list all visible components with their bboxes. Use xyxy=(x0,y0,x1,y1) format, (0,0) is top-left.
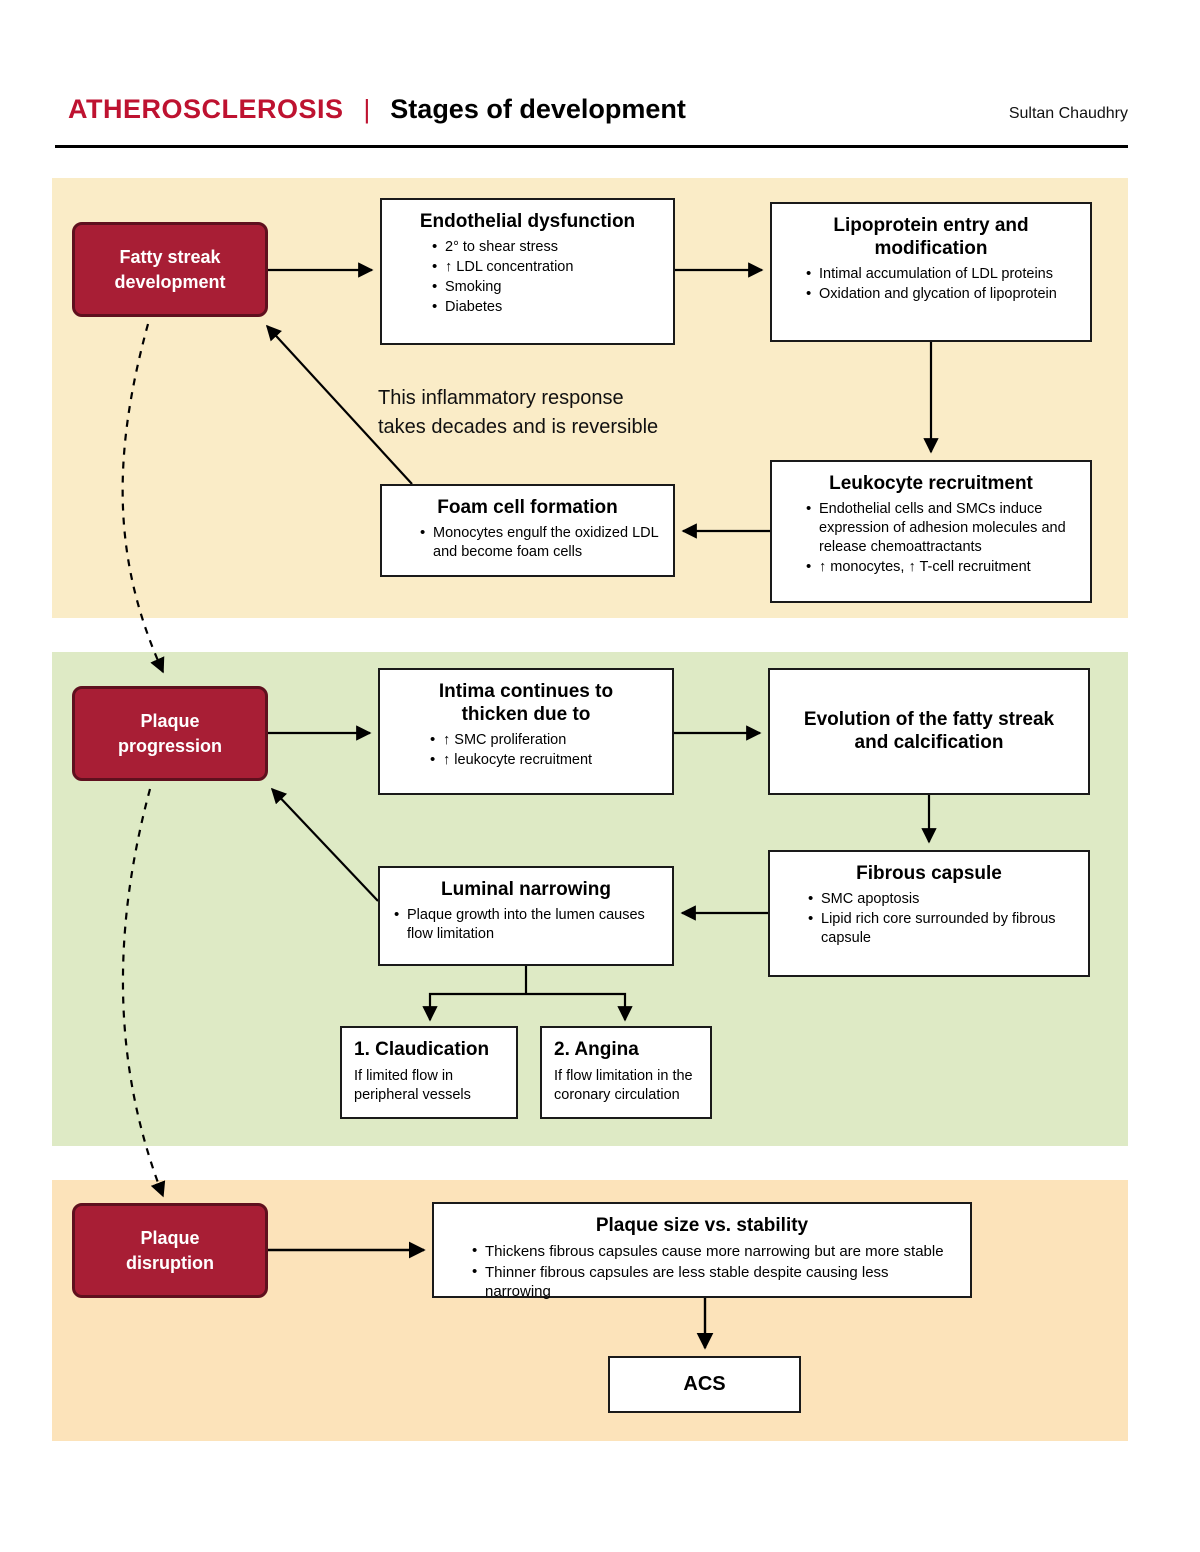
card-title-fibrous: Fibrous capsule xyxy=(856,863,1002,884)
card-body-claudication: If limited flow in peripheral vessels xyxy=(354,1067,471,1103)
card-body-angina: If flow limitation in the coronary circu… xyxy=(554,1067,693,1103)
card-fibrous-capsule: Fibrous capsule SMC apoptosis Lipid rich… xyxy=(768,850,1090,977)
bullet-list-endothelial: 2° to shear stress ↑ LDL concentration S… xyxy=(394,237,661,318)
card-intima-thickening: Intima continues to thicken due to ↑ SMC… xyxy=(378,668,674,795)
card-angina: 2. Angina If flow limitation in the coro… xyxy=(540,1026,712,1119)
bullet-item: 2° to shear stress xyxy=(432,237,661,257)
bullet-item: Lipid rich core surrounded by fibrous ca… xyxy=(808,909,1076,948)
card-title-claudication: 1. Claudication xyxy=(354,1039,490,1060)
bullet-list-foam-cell: Monocytes engulf the oxidized LDL and be… xyxy=(394,523,661,562)
bullet-item: Diabetes xyxy=(432,297,661,317)
bullet-list-plaque-size: Thickens fibrous capsules cause more nar… xyxy=(446,1241,958,1303)
card-title-intima: Intima continues to thicken due to xyxy=(438,681,614,725)
stage-box-plaque-progression: Plaque progression xyxy=(72,686,268,781)
card-title-leukocyte: Leukocyte recruitment xyxy=(829,473,1033,494)
bullet-item: Oxidation and glycation of lipoprotein xyxy=(806,284,1078,304)
stage-box-plaque-disruption: Plaque disruption xyxy=(72,1203,268,1298)
card-lipoprotein-entry: Lipoprotein entry and modification Intim… xyxy=(770,202,1092,342)
bullet-item: ↑ SMC proliferation xyxy=(430,730,660,750)
card-plaque-size-stability: Plaque size vs. stability Thickens fibro… xyxy=(432,1202,972,1300)
bullet-item: Thinner fibrous capsules are less stable… xyxy=(472,1262,958,1303)
card-title-luminal: Luminal narrowing xyxy=(441,879,611,900)
card-title-endothelial: Endothelial dysfunction xyxy=(419,211,636,232)
card-title-foam-cell: Foam cell formation xyxy=(437,497,618,518)
card-title-angina: 2. Angina xyxy=(554,1039,639,1060)
bullet-list-lipoprotein: Intimal accumulation of LDL proteins Oxi… xyxy=(784,264,1078,304)
bullet-item: ↑ LDL concentration xyxy=(432,257,661,277)
header-separator: | xyxy=(363,94,371,124)
bullet-list-intima: ↑ SMC proliferation ↑ leukocyte recruitm… xyxy=(392,730,660,770)
author-credit: Sultan Chaudhry xyxy=(1008,105,1128,122)
stage-box-fatty-streak: Fatty streak development xyxy=(72,222,268,317)
header-rule xyxy=(55,145,1128,148)
bullet-list-luminal: Plaque growth into the lumen causes flow… xyxy=(392,905,660,944)
card-endothelial-dysfunction: Endothelial dysfunction 2° to shear stre… xyxy=(380,198,675,345)
bullet-item: ↑ leukocyte recruitment xyxy=(430,750,660,770)
card-evolution-fatty-streak: Evolution of the fatty streak and calcif… xyxy=(768,668,1090,795)
bullet-item: Smoking xyxy=(432,277,661,297)
card-title-lipoprotein: Lipoprotein entry and modification xyxy=(833,215,1029,259)
bullet-item: ↑ monocytes, ↑ T-cell recruitment xyxy=(806,557,1078,577)
header: ATHEROSCLEROSIS | Stages of development … xyxy=(68,94,1128,125)
card-title-plaque-size: Plaque size vs. stability xyxy=(595,1215,809,1236)
bullet-list-leukocyte: Endothelial cells and SMCs induce expres… xyxy=(784,499,1078,578)
card-luminal-narrowing: Luminal narrowing Plaque growth into the… xyxy=(378,866,674,966)
inflammatory-note: This inflammatory response takes decades… xyxy=(378,387,659,438)
bullet-list-fibrous: SMC apoptosis Lipid rich core surrounded… xyxy=(782,889,1076,948)
page-title: Stages of development xyxy=(390,94,686,124)
card-foam-cell: Foam cell formation Monocytes engulf the… xyxy=(380,484,675,577)
bullet-item: Thickens fibrous capsules cause more nar… xyxy=(472,1241,958,1262)
card-leukocyte-recruitment: Leukocyte recruitment Endothelial cells … xyxy=(770,460,1092,603)
bullet-item: Intimal accumulation of LDL proteins xyxy=(806,264,1078,284)
bullet-item: SMC apoptosis xyxy=(808,889,1076,909)
bullet-item: Monocytes engulf the oxidized LDL and be… xyxy=(420,523,661,562)
card-title-evolution: Evolution of the fatty streak and calcif… xyxy=(803,708,1055,753)
card-acs: ACS xyxy=(608,1356,801,1413)
brand-title: ATHEROSCLEROSIS xyxy=(68,94,344,124)
bullet-item: Endothelial cells and SMCs induce expres… xyxy=(806,499,1078,557)
bullet-item: Plaque growth into the lumen causes flow… xyxy=(394,905,660,944)
card-claudication: 1. Claudication If limited flow in perip… xyxy=(340,1026,518,1119)
card-title-acs: ACS xyxy=(683,1373,726,1395)
